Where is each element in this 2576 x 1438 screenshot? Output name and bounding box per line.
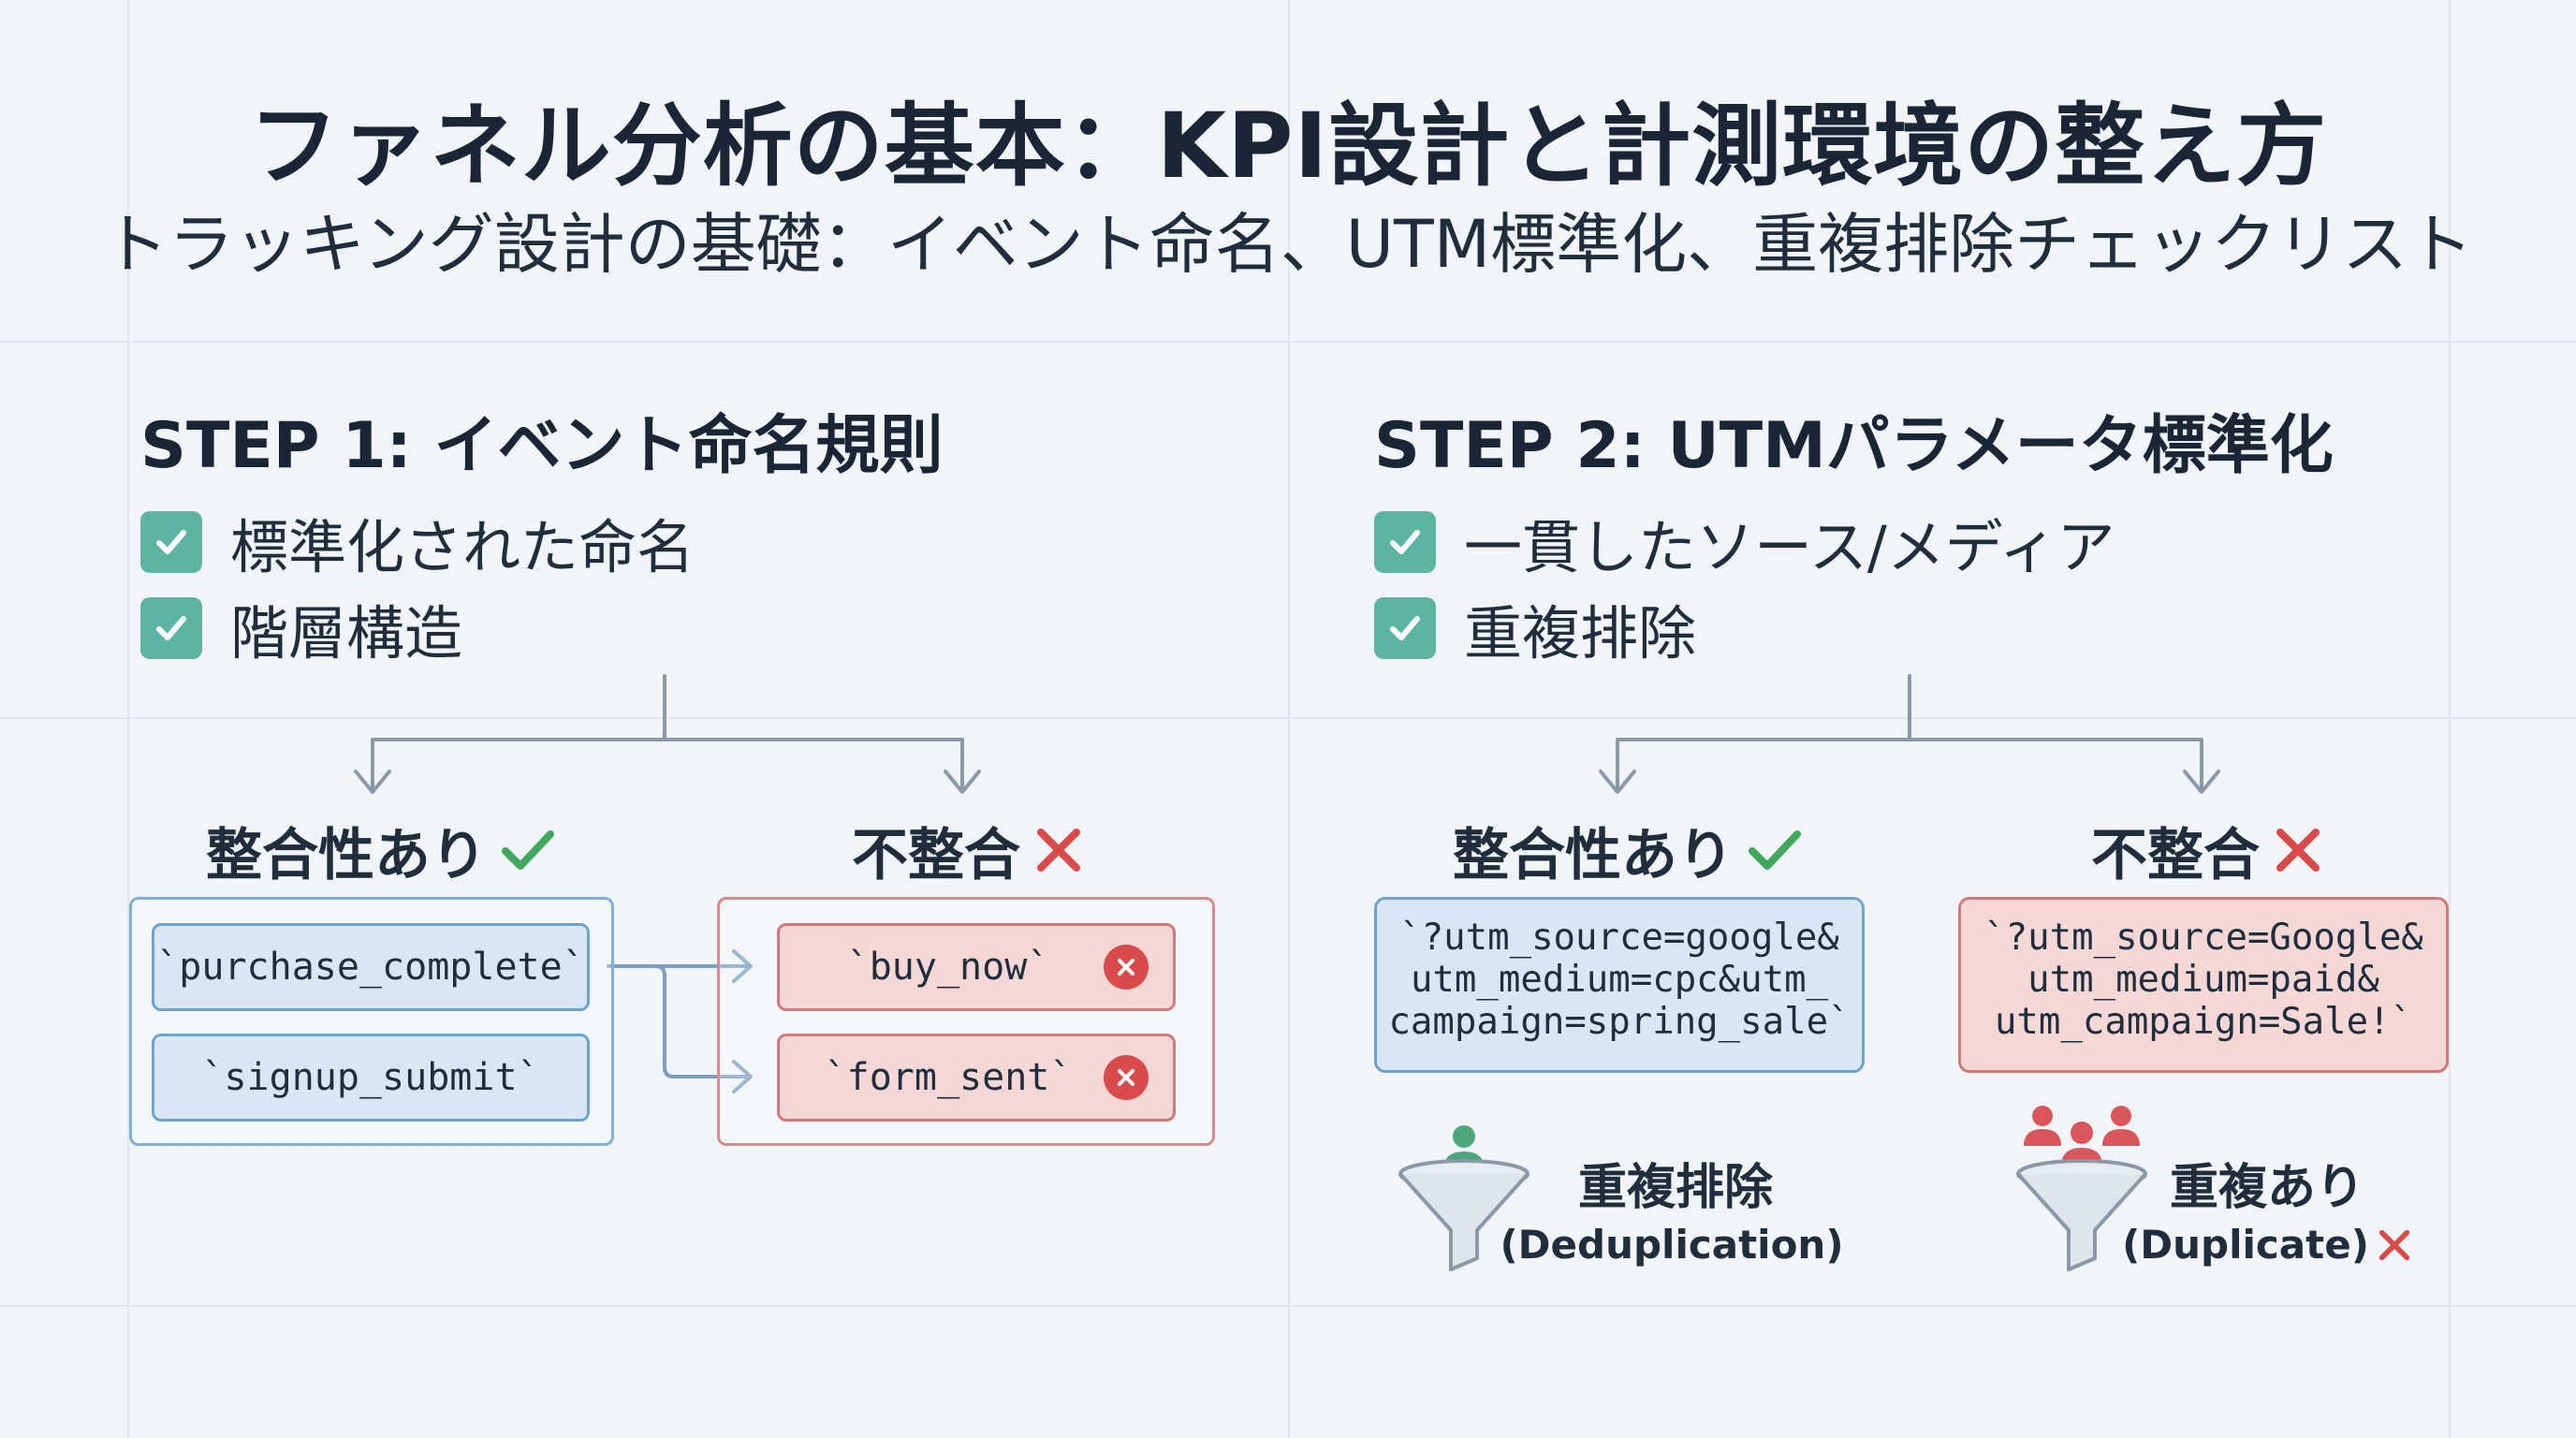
step2-heading: STEP 2: UTMパラメータ標準化 (1374, 409, 2334, 483)
error-x-icon (1104, 945, 1149, 990)
step1-good-label: 整合性あり (206, 813, 556, 888)
page-subtitle: トラッキング設計の基礎：イベント命名、UTM標準化、重複排除チェックリスト (102, 206, 2474, 283)
step2-bad-label: 不整合 (2091, 813, 2323, 888)
dedup-label: 重複排除 (Deduplication) (1500, 1148, 1844, 1268)
grid-line (2449, 0, 2451, 1438)
utm-bad-example: `?utm_source=Google& utm_medium=paid& ut… (1958, 897, 2449, 1073)
step2-check-item: 重複排除 (1374, 595, 1696, 668)
event-name-good: `signup_submit` (152, 1034, 590, 1122)
grid-line (0, 341, 2576, 343)
event-name-bad: `buy_now` (777, 923, 1176, 1011)
step1-check-item: 階層構造 (140, 595, 462, 668)
checkbox-checked-icon (1374, 597, 1436, 659)
duplicate-label: 重複あり (Duplicate) (2117, 1148, 2417, 1268)
check-icon (1749, 830, 1801, 870)
step1-check-item: 標準化された命名 (140, 509, 695, 581)
error-x-icon (1104, 1055, 1149, 1100)
step2-check-item: 一貫したソース/メディア (1374, 509, 2115, 581)
funnel-multiple-users-icon (2016, 1106, 2147, 1271)
cross-icon (2276, 829, 2320, 872)
funnel-single-user-icon (1398, 1125, 1530, 1271)
event-name-good: `purchase_complete` (152, 923, 590, 1011)
check-icon (502, 830, 554, 870)
utm-good-example: `?utm_source=google& utm_medium=cpc&utm_… (1374, 897, 1865, 1073)
checkbox-checked-icon (140, 511, 202, 573)
step1-bad-label: 不整合 (852, 813, 1084, 888)
cross-icon (1037, 829, 1080, 872)
step2-good-label: 整合性あり (1453, 813, 1803, 888)
grid-line (1288, 0, 1290, 1438)
cross-icon (2378, 1229, 2410, 1260)
grid-line (127, 0, 129, 1438)
grid-line (0, 717, 2576, 719)
checkbox-checked-icon (1374, 511, 1436, 573)
checkbox-checked-icon (140, 597, 202, 659)
step1-heading: STEP 1: イベント命名規則 (140, 409, 944, 483)
page-title: ファネル分析の基本：KPI設計と計測環境の整え方 (248, 94, 2328, 198)
event-name-bad: `form_sent` (777, 1034, 1176, 1122)
grid-line (0, 1305, 2576, 1307)
